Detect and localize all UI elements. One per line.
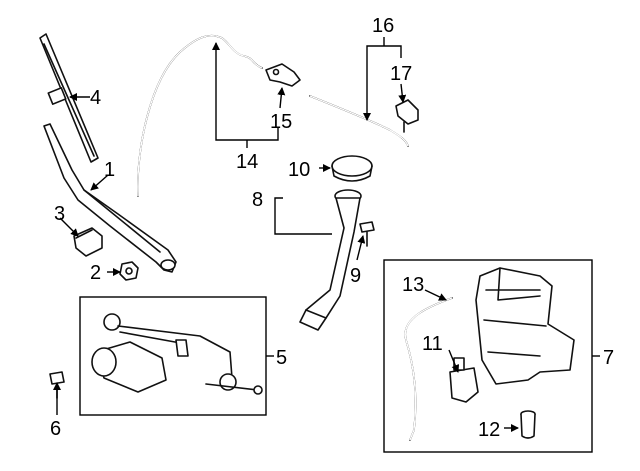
washer-nozzle: [265, 63, 301, 87]
callout-1: 1: [104, 159, 115, 181]
washer-hose: [137, 34, 263, 197]
wiper-arm: [43, 123, 177, 273]
pivot-cap: [73, 227, 103, 257]
callout-5: 5: [276, 347, 287, 369]
callout-6: 6: [50, 418, 61, 440]
nut: [119, 261, 139, 281]
washer-pump: [449, 357, 479, 403]
grommet: [520, 410, 536, 439]
callout-14: 14: [236, 151, 258, 173]
callout-17: 17: [390, 63, 412, 85]
wiper-motor-linkage: [91, 313, 263, 395]
reservoir-cap: [331, 155, 373, 182]
callout-10: 10: [288, 159, 310, 181]
callout-8: 8: [252, 189, 263, 211]
washer-reservoir: [475, 267, 575, 385]
callout-16: 16: [372, 15, 394, 37]
callout-2: 2: [90, 262, 101, 284]
callout-13: 13: [402, 274, 424, 296]
callout-9: 9: [350, 265, 361, 287]
callout-3: 3: [54, 203, 65, 225]
rear-washer-nozzle: [395, 99, 419, 133]
filler-neck: [299, 189, 362, 331]
rear-washer-hose: [309, 95, 409, 147]
callout-11: 11: [422, 333, 443, 355]
callout-12: 12: [478, 419, 500, 441]
callout-7: 7: [603, 347, 614, 369]
reservoir-hose: [404, 297, 453, 441]
bolt-9: [359, 221, 375, 247]
callout-4: 4: [90, 87, 101, 109]
callout-15: 15: [270, 111, 292, 133]
